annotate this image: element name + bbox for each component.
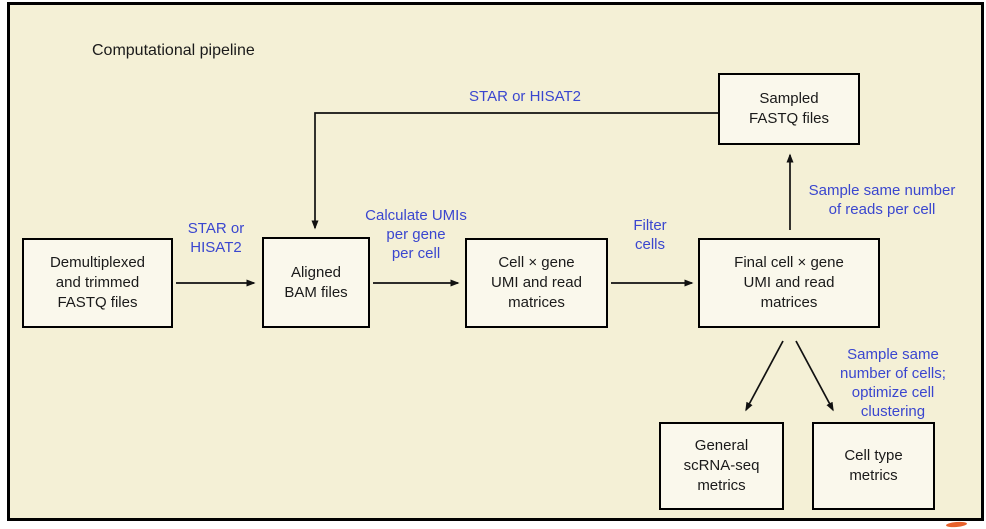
node-cell-type-metrics: Cell type metrics (812, 422, 935, 510)
edge-label-sample-reads: Sample same number of reads per cell (808, 182, 956, 218)
node-final-cell-gene-matrices: Final cell × gene UMI and read matrices (698, 238, 880, 328)
orange-swoosh-fragment (945, 521, 968, 528)
edge-label-filter-cells: Filter cells (633, 217, 667, 253)
node-sampled-fastq: Sampled FASTQ files (718, 73, 860, 145)
figure-title: Computational pipeline (92, 42, 255, 59)
edge-label-sample-cells: Sample same number of cells; optimize ce… (840, 346, 946, 420)
node-aligned-bam: Aligned BAM files (262, 237, 370, 328)
edge-label-star-hisat2-top: STAR or HISAT2 (469, 88, 581, 105)
edge-label-calculate-umis: Calculate UMIs per gene per cell (365, 207, 467, 262)
edge-label-star-hisat2: STAR or HISAT2 (187, 220, 245, 256)
node-cell-gene-matrices: Cell × gene UMI and read matrices (465, 238, 608, 328)
node-general-scrnaseq-metrics: General scRNA-seq metrics (659, 422, 784, 510)
node-demultiplexed-fastq: Demultiplexed and trimmed FASTQ files (22, 238, 173, 328)
